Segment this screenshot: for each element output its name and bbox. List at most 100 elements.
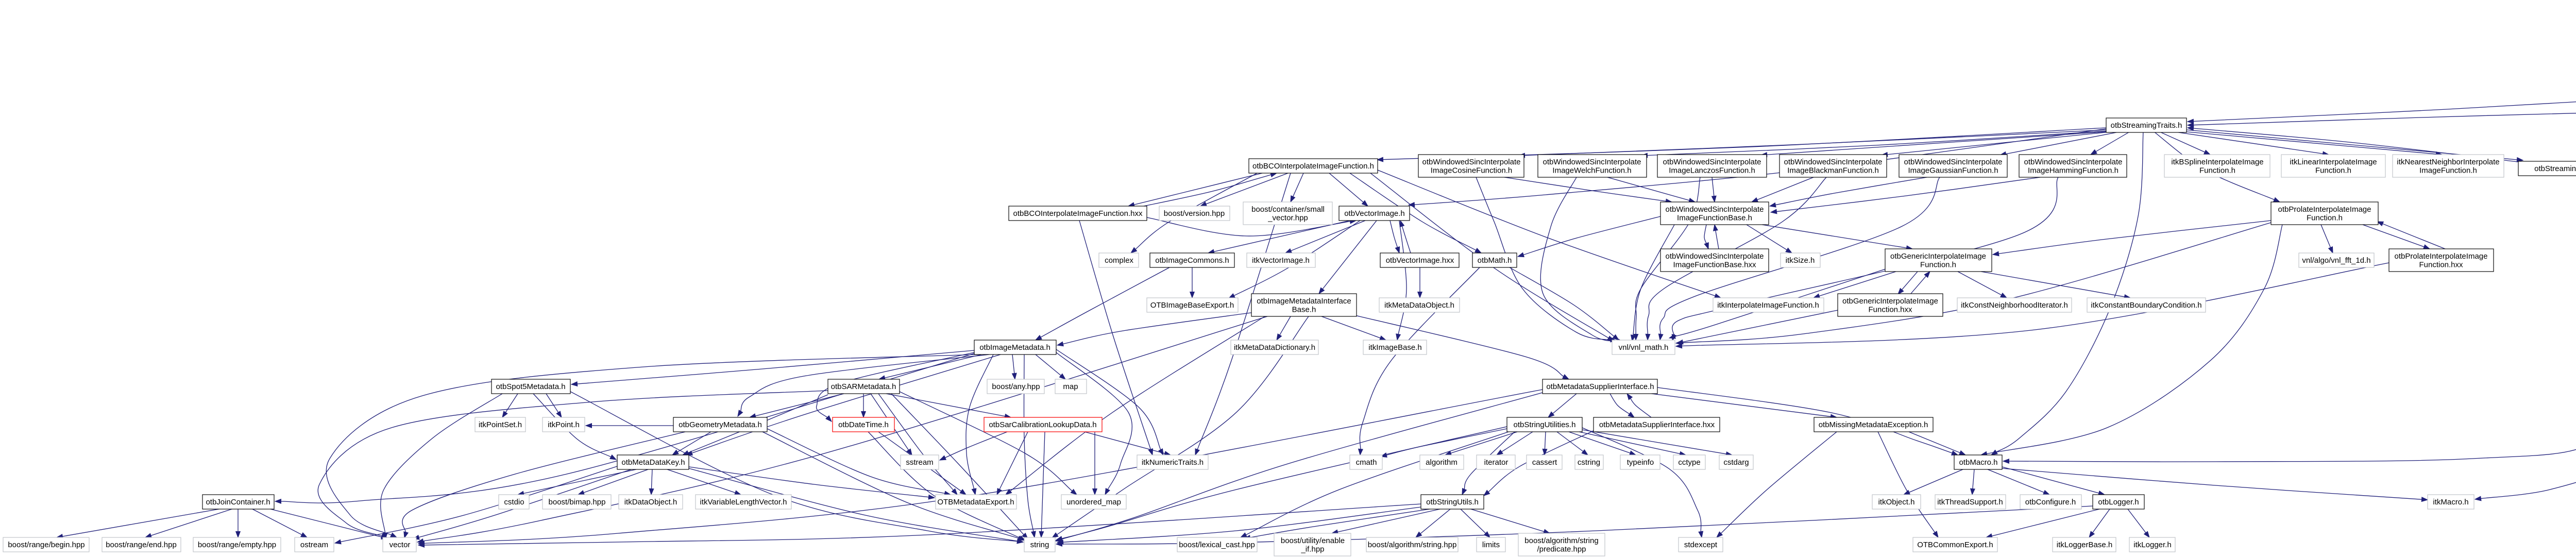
svg-text:cctype: cctype	[1678, 458, 1700, 467]
svg-text:boost/algorithm/string: boost/algorithm/string	[1524, 536, 1598, 545]
svg-text:cstring: cstring	[1578, 458, 1600, 467]
svg-text:otbStringUtils.h: otbStringUtils.h	[1426, 498, 1479, 507]
svg-text:otbWindowedSincInterpolate: otbWindowedSincInterpolate	[1543, 158, 1641, 166]
svg-text:boost/algorithm/string.hpp: boost/algorithm/string.hpp	[1368, 541, 1457, 549]
svg-text:Function.h: Function.h	[2315, 166, 2351, 175]
svg-text:itkNumericTraits.h: itkNumericTraits.h	[1142, 458, 1204, 467]
svg-text:otbBCOInterpolateImageFunction: otbBCOInterpolateImageFunction.h	[1252, 162, 1374, 171]
svg-text:iterator: iterator	[1484, 458, 1509, 467]
svg-text:OTBImageBaseExport.h: OTBImageBaseExport.h	[1150, 301, 1234, 310]
svg-text:otbGenericInterpolateImage: otbGenericInterpolateImage	[1890, 252, 1986, 261]
svg-text:itkLoggerBase.h: itkLoggerBase.h	[2057, 541, 2112, 549]
svg-text:itkLinearInterpolateImage: itkLinearInterpolateImage	[2290, 158, 2377, 166]
svg-text:otbStreamingTraits.hxx: otbStreamingTraits.hxx	[2534, 164, 2576, 173]
svg-text:sstream: sstream	[906, 458, 933, 467]
svg-text:otbBCOInterpolateImageFunction: otbBCOInterpolateImageFunction.hxx	[1013, 209, 1143, 218]
svg-text:itkVectorImage.h: itkVectorImage.h	[1252, 256, 1310, 265]
svg-text:otbStringUtilities.h: otbStringUtilities.h	[1514, 420, 1576, 429]
svg-text:otbStreamingTraits.h: otbStreamingTraits.h	[2111, 121, 2182, 130]
svg-text:otbWindowedSincInterpolate: otbWindowedSincInterpolate	[1663, 158, 1761, 166]
svg-text:itkConstNeighborhoodIterator.h: itkConstNeighborhoodIterator.h	[1961, 301, 2068, 310]
svg-text:otbMetaDataKey.h: otbMetaDataKey.h	[621, 458, 685, 467]
svg-text:otbWindowedSincInterpolate: otbWindowedSincInterpolate	[1784, 158, 1883, 166]
svg-text:otbWindowedSincInterpolate: otbWindowedSincInterpolate	[1666, 205, 1764, 214]
svg-text:boost/utility/enable: boost/utility/enable	[1281, 536, 1345, 545]
svg-text:otbWindowedSincInterpolate: otbWindowedSincInterpolate	[1904, 158, 2003, 166]
svg-text:otbImageMetadataInterface: otbImageMetadataInterface	[1257, 297, 1351, 306]
svg-text:ImageWelchFunction.h: ImageWelchFunction.h	[1552, 166, 1631, 175]
svg-text:ImageBlackmanFunction.h: ImageBlackmanFunction.h	[1787, 166, 1879, 175]
svg-text:map: map	[1063, 382, 1078, 391]
svg-text:complex: complex	[1105, 256, 1133, 265]
svg-text:boost/any.hpp: boost/any.hpp	[992, 382, 1040, 391]
svg-text:Function.h: Function.h	[1920, 261, 1956, 269]
svg-text:Function.hxx: Function.hxx	[2419, 261, 2463, 269]
svg-text:otbImageMetadata.h: otbImageMetadata.h	[979, 343, 1050, 352]
svg-text:ImageFunction.h: ImageFunction.h	[2419, 166, 2477, 175]
svg-text:/predicate.hpp: /predicate.hpp	[1537, 545, 1586, 554]
svg-text:itkImageBase.h: itkImageBase.h	[1368, 343, 1421, 352]
svg-text:itkVariableLengthVector.h: itkVariableLengthVector.h	[700, 498, 787, 507]
svg-text:itkPoint.h: itkPoint.h	[548, 420, 580, 429]
svg-text:boost/version.hpp: boost/version.hpp	[1164, 209, 1225, 218]
svg-text:boost/lexical_cast.hpp: boost/lexical_cast.hpp	[1179, 541, 1255, 549]
svg-text:otbMetadataSupplierInterface.h: otbMetadataSupplierInterface.hxx	[1599, 420, 1715, 429]
svg-text:otbGenericInterpolateImage: otbGenericInterpolateImage	[1842, 297, 1938, 306]
svg-text:itkMetaDataObject.h: itkMetaDataObject.h	[1384, 301, 1454, 310]
svg-text:boost/container/small: boost/container/small	[1251, 205, 1325, 214]
svg-text:boost/range/end.hpp: boost/range/end.hpp	[106, 541, 177, 549]
svg-text:ImageCosineFunction.h: ImageCosineFunction.h	[1431, 166, 1512, 175]
svg-text:otbGeometryMetadata.h: otbGeometryMetadata.h	[679, 420, 762, 429]
svg-text:vnl/algo/vnl_fft_1d.h: vnl/algo/vnl_fft_1d.h	[2302, 256, 2370, 265]
svg-text:ImageHammingFunction.h: ImageHammingFunction.h	[2028, 166, 2119, 175]
svg-text:itkPointSet.h: itkPointSet.h	[479, 420, 522, 429]
svg-text:otbVectorImage.hxx: otbVectorImage.hxx	[1386, 256, 1454, 265]
svg-text:itkDataObject.h: itkDataObject.h	[624, 498, 677, 507]
svg-text:itkMacro.h: itkMacro.h	[2433, 498, 2468, 507]
svg-text:itkSize.h: itkSize.h	[1786, 256, 1815, 265]
svg-text:itkMetaDataDictionary.h: itkMetaDataDictionary.h	[1234, 343, 1315, 352]
svg-text:Function.h: Function.h	[2307, 213, 2343, 222]
svg-text:cstdarg: cstdarg	[1723, 458, 1749, 467]
svg-text:ImageFunctionBase.hxx: ImageFunctionBase.hxx	[1673, 261, 1756, 269]
svg-text:algorithm: algorithm	[1426, 458, 1458, 467]
svg-text:otbLogger.h: otbLogger.h	[2098, 498, 2139, 507]
svg-text:otbMetadataSupplierInterface.h: otbMetadataSupplierInterface.h	[1546, 382, 1654, 391]
svg-text:Function.h: Function.h	[2199, 166, 2235, 175]
svg-text:itkConstantBoundaryCondition.h: itkConstantBoundaryCondition.h	[2091, 301, 2201, 310]
svg-text:ostream: ostream	[300, 541, 328, 549]
svg-text:otbConfigure.h: otbConfigure.h	[2025, 498, 2076, 507]
svg-text:Base.h: Base.h	[1292, 306, 1316, 314]
svg-text:vnl/vnl_math.h: vnl/vnl_math.h	[1619, 343, 1669, 352]
svg-text:vector: vector	[389, 541, 411, 549]
svg-text:otbDateTime.h: otbDateTime.h	[838, 420, 889, 429]
svg-text:_if.hpp: _if.hpp	[1300, 545, 1324, 554]
svg-text:boost/range/empty.hpp: boost/range/empty.hpp	[198, 541, 276, 549]
svg-text:string: string	[1030, 541, 1049, 549]
svg-text:limits: limits	[1482, 541, 1500, 549]
svg-text:ImageGaussianFunction.h: ImageGaussianFunction.h	[1908, 166, 1998, 175]
svg-text:itkInterpolateImageFunction.h: itkInterpolateImageFunction.h	[1717, 301, 1819, 310]
svg-text:ImageLanczosFunction.h: ImageLanczosFunction.h	[1669, 166, 1755, 175]
svg-text:otbWindowedSincInterpolate: otbWindowedSincInterpolate	[1666, 252, 1764, 261]
svg-text:itkThreadSupport.h: itkThreadSupport.h	[1937, 498, 2003, 507]
svg-text:OTBCommonExport.h: OTBCommonExport.h	[1917, 541, 1993, 549]
svg-text:_vector.hpp: _vector.hpp	[1267, 213, 1308, 222]
svg-text:otbSpot5Metadata.h: otbSpot5Metadata.h	[496, 382, 565, 391]
svg-text:otbVectorImage.h: otbVectorImage.h	[1344, 209, 1405, 218]
svg-text:cassert: cassert	[1532, 458, 1557, 467]
svg-text:itkLogger.h: itkLogger.h	[2133, 541, 2171, 549]
svg-text:otbImageCommons.h: otbImageCommons.h	[1155, 256, 1229, 265]
svg-text:otbMacro.h: otbMacro.h	[1959, 458, 1997, 467]
svg-text:otbProlateInterpolateImage: otbProlateInterpolateImage	[2278, 205, 2371, 214]
svg-text:otbWindowedSincInterpolate: otbWindowedSincInterpolate	[2024, 158, 2123, 166]
svg-text:otbJoinContainer.h: otbJoinContainer.h	[206, 498, 270, 507]
svg-text:itkObject.h: itkObject.h	[1878, 498, 1915, 507]
svg-text:cstdio: cstdio	[504, 498, 524, 507]
svg-text:Function.hxx: Function.hxx	[1868, 306, 1912, 314]
svg-text:typeinfo: typeinfo	[1627, 458, 1654, 467]
svg-text:otbSARMetadata.h: otbSARMetadata.h	[831, 382, 896, 391]
svg-text:otbMath.h: otbMath.h	[1478, 256, 1512, 265]
svg-text:otbProlateInterpolateImage: otbProlateInterpolateImage	[2395, 252, 2488, 261]
svg-text:ImageFunctionBase.h: ImageFunctionBase.h	[1677, 213, 1752, 222]
